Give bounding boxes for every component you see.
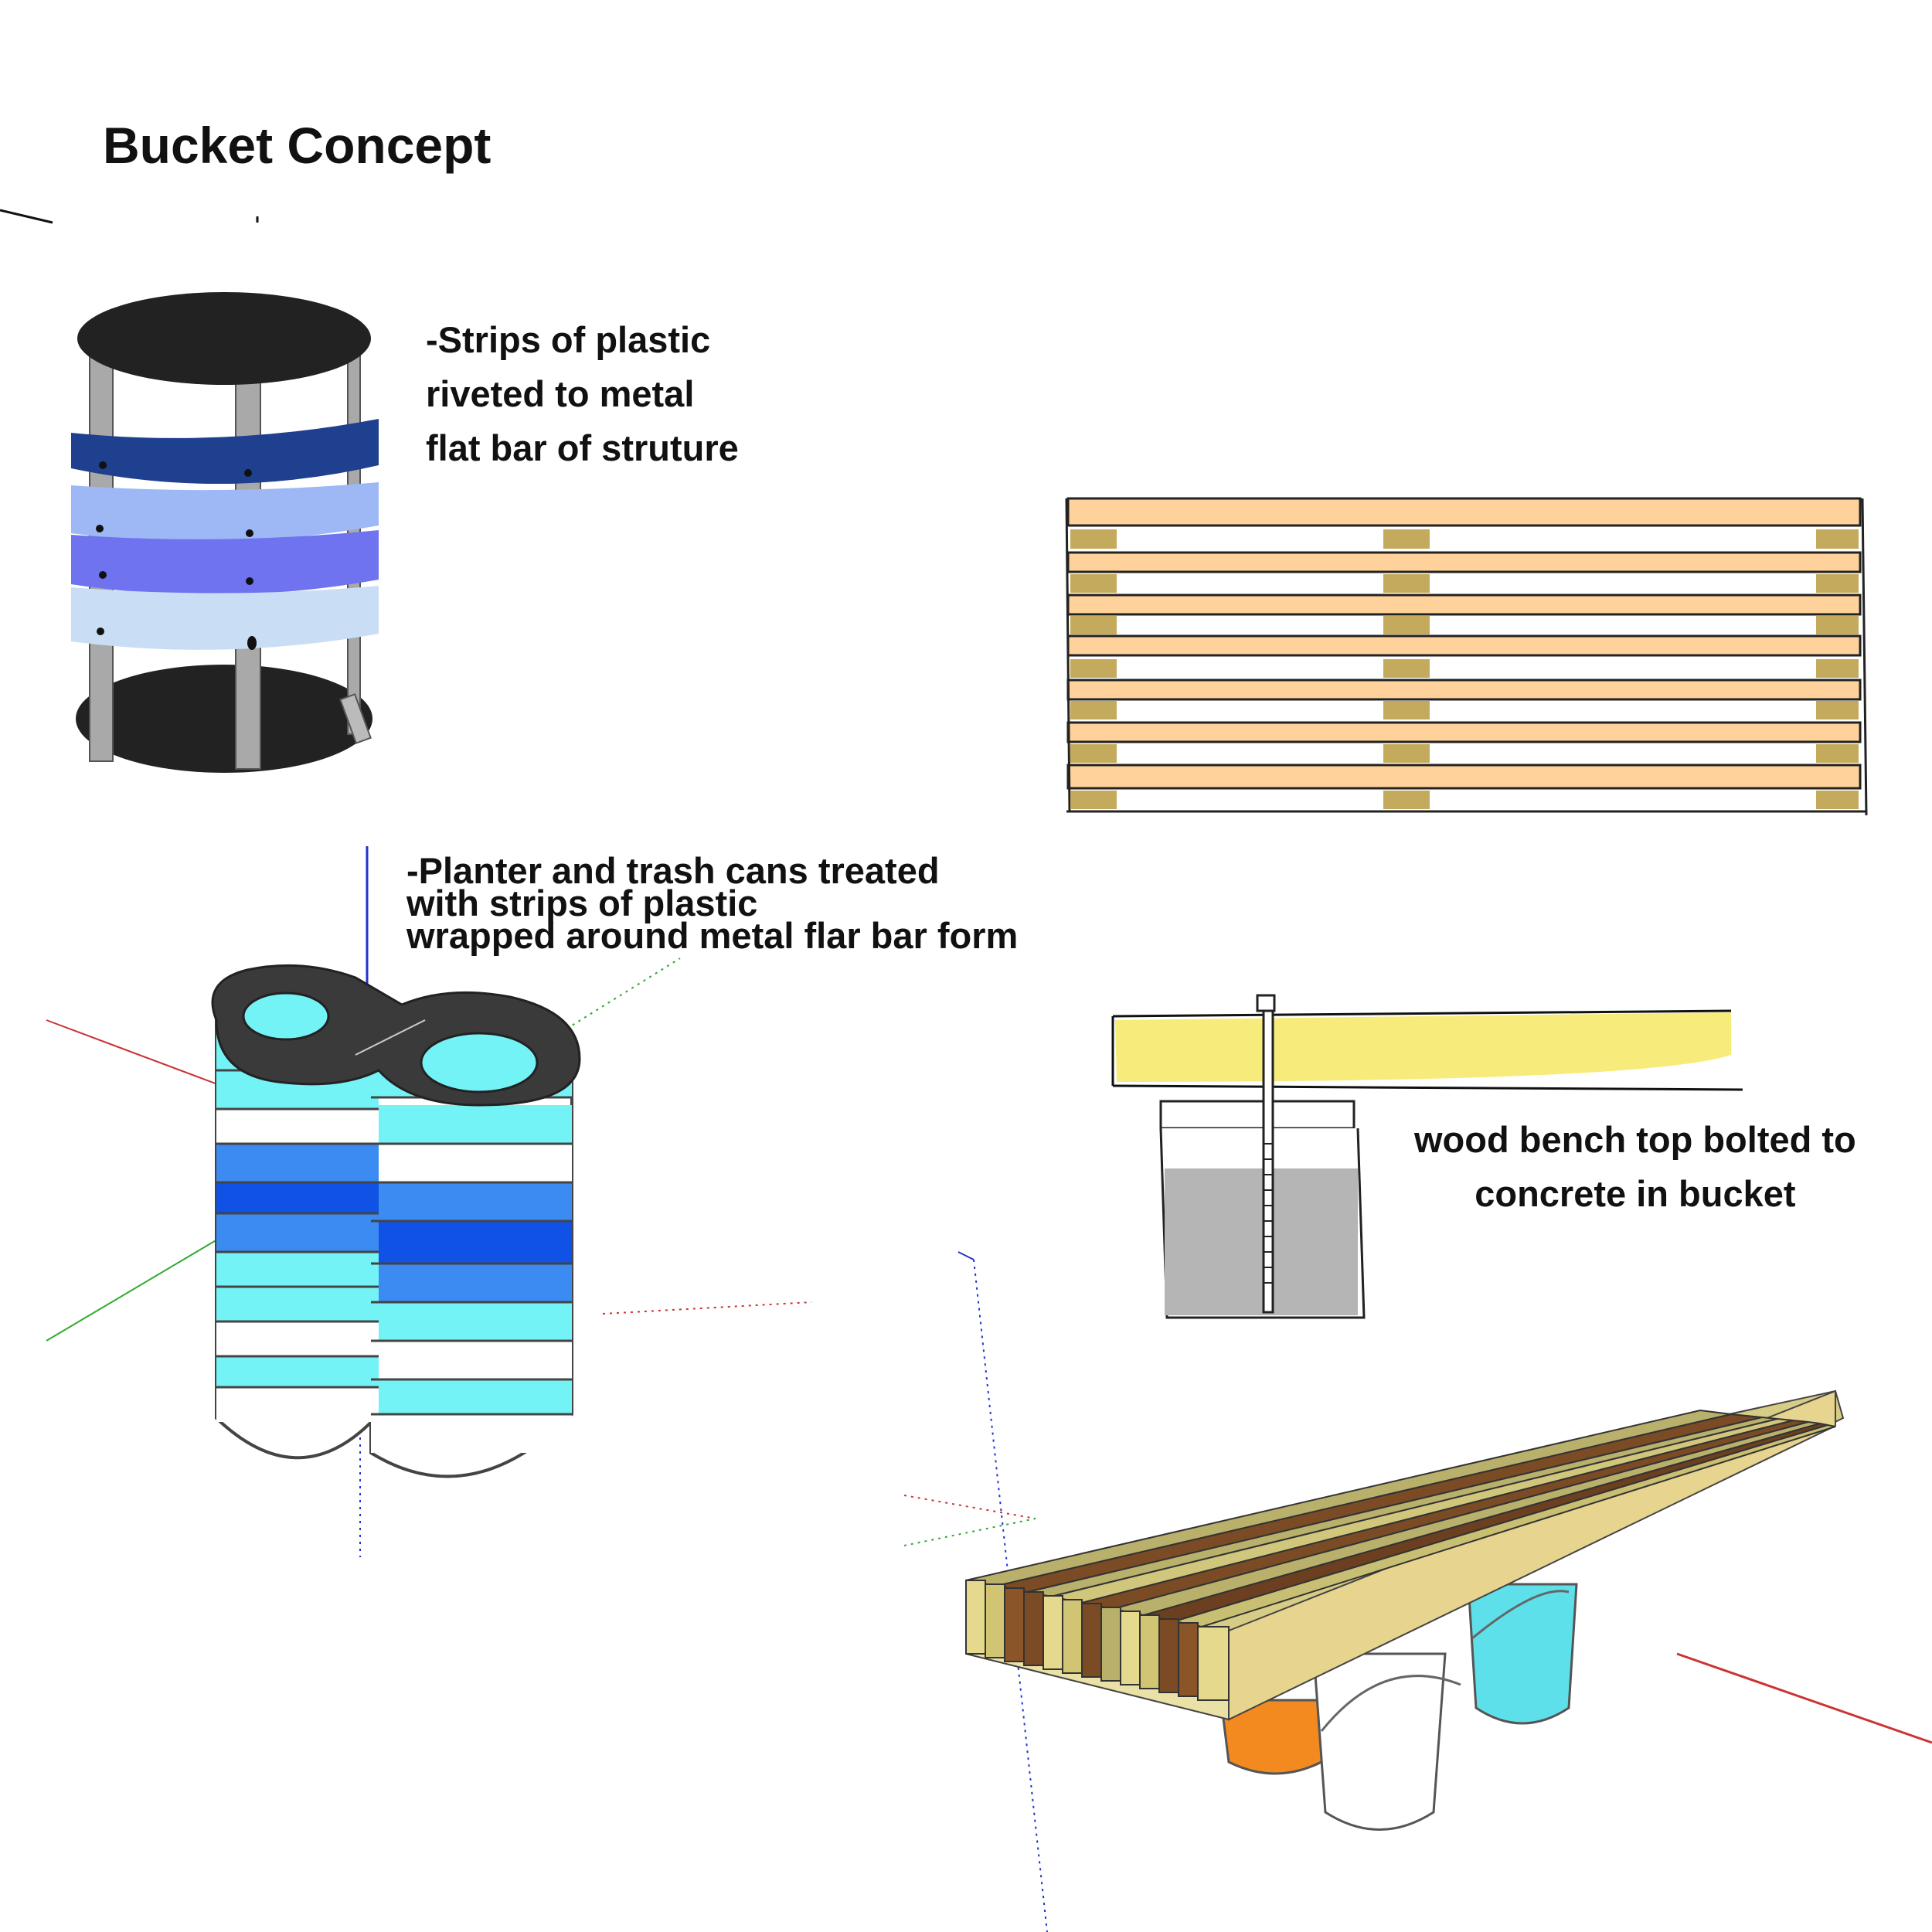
planter-note-line-2: with strips of plastic: [406, 883, 758, 923]
strips-note: -Strips of plastic riveted to metal flat…: [426, 313, 739, 475]
bench-note-line-1: wood bench top bolted to: [1414, 1119, 1856, 1160]
bolt-in-bucket-section-icon: [1111, 994, 1743, 1319]
planter-note-line-1: -Planter and trash cans treated: [406, 850, 940, 891]
planter-note-line-3: wrapped around metal flar bar form: [406, 915, 1019, 956]
bench-note-line-2: concrete in bucket: [1475, 1173, 1796, 1214]
figure-eight-planter-icon: [46, 957, 812, 1557]
bench-slat-plan-icon: [1065, 497, 1868, 816]
page-title: Bucket Concept: [103, 117, 492, 174]
strips-note-line-2: riveted to metal: [426, 373, 695, 414]
strips-note-line-1: -Strips of plastic: [426, 319, 711, 360]
bench-note: wood bench top bolted to concrete in buc…: [1414, 1113, 1856, 1221]
strips-note-line-3: flat bar of struture: [426, 427, 739, 468]
bench-on-buckets-icon: [903, 1251, 1932, 1932]
planter-note: -Planter and trash cans treated with str…: [406, 850, 1019, 956]
riveted-strip-container-icon: [71, 292, 379, 773]
